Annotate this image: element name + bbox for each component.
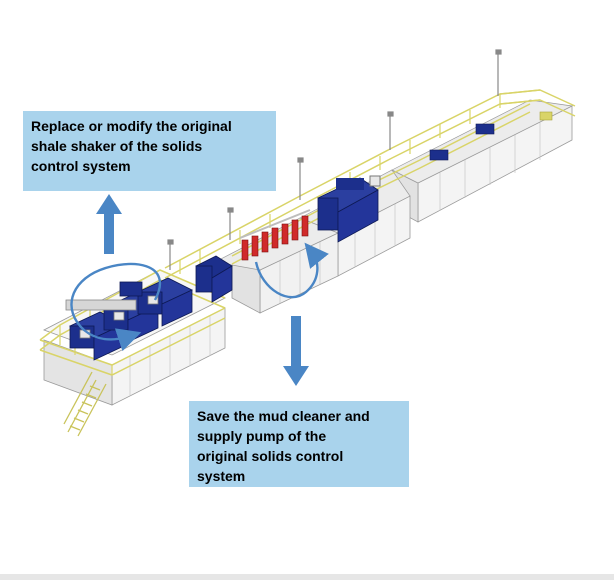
lamp-posts [167, 49, 502, 270]
stairs [63, 371, 107, 437]
supply-pumps [239, 209, 311, 261]
callout-top-line-3: control system [31, 158, 131, 174]
callout-bottom-line-1: Save the mud cleaner and [197, 408, 370, 424]
callout-top-line-1: Replace or modify the original [31, 118, 232, 134]
middle-unit [195, 255, 233, 303]
callout-save-mud-cleaner: Save the mud cleaner and supply pump of … [189, 401, 409, 487]
callout-replace-shaker: Replace or modify the original shale sha… [23, 111, 276, 191]
cycle-arrow-left [70, 262, 162, 352]
cycle-arrow-right [254, 242, 329, 299]
callout-top-line-2: shale shaker of the solids [31, 138, 203, 154]
agitator-units-far [429, 111, 553, 161]
down-arrow [283, 316, 309, 386]
up-arrow [96, 194, 122, 254]
callout-bottom-line-3: original solids control [197, 448, 344, 464]
callout-bottom-line-2: supply pump of the [197, 428, 327, 444]
callout-bottom-line-4: system [197, 468, 246, 484]
bottom-border [0, 574, 614, 580]
mud-cleaner [317, 175, 381, 243]
